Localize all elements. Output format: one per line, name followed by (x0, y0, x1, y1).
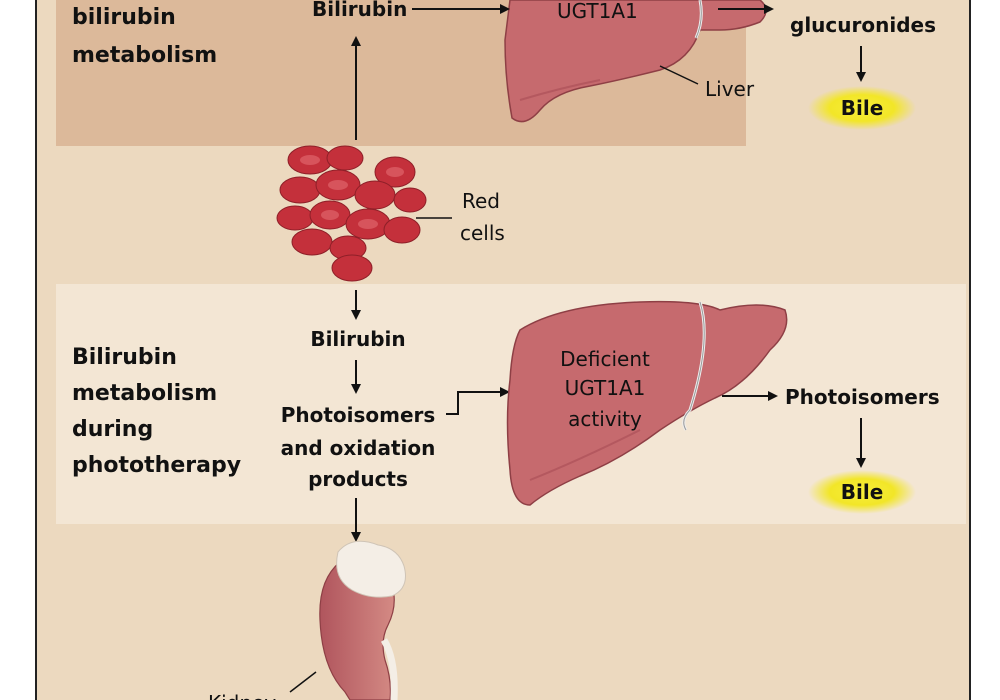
photoisomers-line-2: and oxidation (281, 436, 436, 460)
bile-top-glow (808, 86, 916, 130)
deficient-ugt-line-2: UGT1A1 (565, 376, 646, 400)
deficient-ugt-line-1: Deficient (560, 347, 650, 371)
normal-title-line-1: bilirubin (72, 5, 176, 30)
deficient-ugt-line-3: activity (568, 407, 642, 431)
photo-title-line-4: phototherapy (72, 453, 241, 478)
photoisomers-line-1: Photoisomers (281, 403, 436, 427)
kidney-illustration (319, 540, 406, 700)
red-cells-illustration (276, 145, 427, 282)
bile-bottom-label: Bile (841, 480, 884, 504)
photoisomers-right-label: Photoisomers (785, 385, 940, 409)
red-cells-label-line-2: cells (460, 221, 505, 245)
bilirubin-top-label: Bilirubin (312, 0, 407, 21)
red-cells-highlights (300, 155, 404, 229)
liver-bottom-illustration (506, 300, 788, 506)
ugt-top-label: UGT1A1 (557, 0, 638, 23)
photoisomers-line-3: products (308, 467, 408, 491)
bilirubin-mid-label: Bilirubin (310, 327, 405, 351)
liver-label: Liver (705, 77, 755, 101)
kidney-pointer-line (289, 671, 317, 693)
liver-top-illustration (504, 0, 767, 123)
glucuronides-label: glucuronides (790, 13, 936, 37)
photo-title-line-1: Bilirubin (72, 345, 177, 370)
photo-title-line-2: metabolism (72, 381, 217, 406)
kidney-label: Kidney (208, 691, 276, 700)
red-cells-label-line-1: Red (462, 189, 500, 213)
bile-top-label: Bile (841, 96, 884, 120)
normal-title-line-2: metabolism (72, 43, 217, 68)
photo-title-line-3: during (72, 417, 153, 442)
bile-bottom-glow (808, 470, 916, 514)
liver-pointer-line (659, 65, 699, 85)
arrow-photoisomers-to-liver (446, 387, 510, 415)
